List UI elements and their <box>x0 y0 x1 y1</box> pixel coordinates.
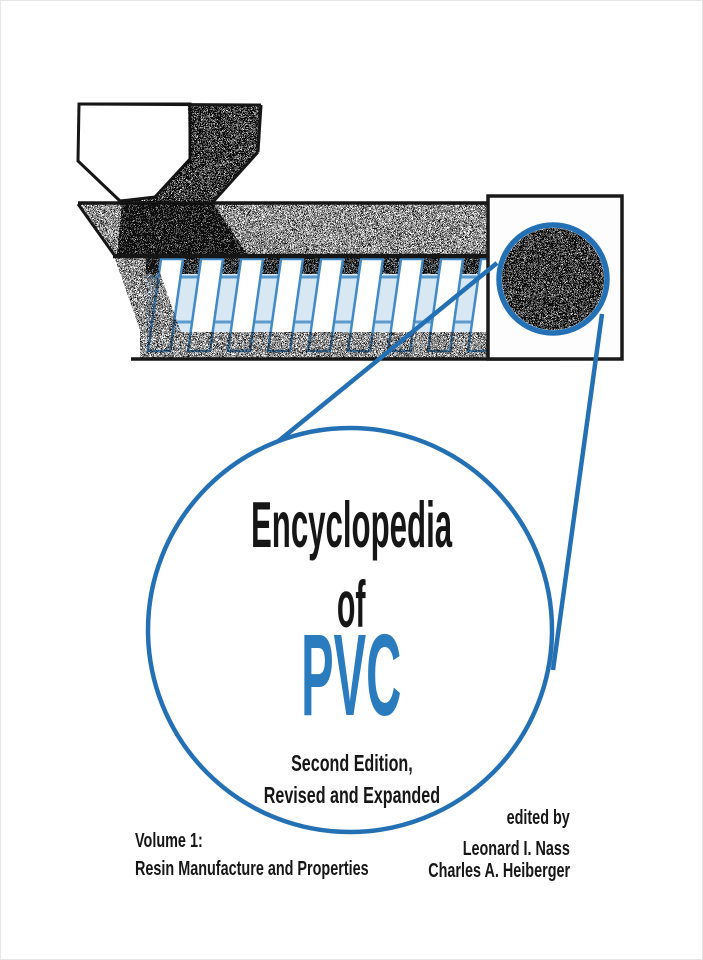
title-text-of: of <box>337 567 366 641</box>
feed-hopper <box>76 102 263 254</box>
hopper-top-edge <box>77 102 262 107</box>
specimen-fill <box>502 228 604 330</box>
editor-name-1-text: Leonard I. Nass <box>462 838 570 860</box>
editors-label-text: edited by <box>506 807 570 829</box>
title-line-encyclopedia: Encyclopedia <box>0 492 703 557</box>
hopper-right-bevel <box>210 150 260 205</box>
hopper-resin-column <box>122 104 261 202</box>
title-text-encyclopedia: Encyclopedia <box>250 488 453 561</box>
title-text-pvc: PVC <box>301 610 402 740</box>
barrel-left-wall <box>114 256 190 358</box>
volume-subtitle-text: Resin Manufacture and Properties <box>135 858 369 880</box>
volume-label: Volume 1: <box>135 831 229 851</box>
hopper-right-edge <box>256 104 263 153</box>
magnifier-circle <box>145 425 555 835</box>
magnifier-callout-lines <box>241 261 605 671</box>
editors-label: edited by <box>482 808 570 828</box>
title-line-pvc: PVC <box>0 617 703 733</box>
hopper-resin-plume <box>117 203 247 254</box>
edition-line-2: Revised and Expanded <box>0 784 703 807</box>
title-line-of: of <box>0 571 703 637</box>
editor-name-2: Charles A. Heiberger <box>373 861 570 881</box>
edition-text-1: Second Edition, <box>290 750 413 776</box>
specimen-circle <box>496 222 610 336</box>
editor-name-1: Leonard I. Nass <box>421 839 570 859</box>
specimen-ring <box>496 222 610 336</box>
volume-subtitle: Resin Manufacture and Properties <box>135 859 460 879</box>
editor-name-2-text: Charles A. Heiberger <box>428 860 570 882</box>
callout-line-left <box>241 261 499 472</box>
volume-label-text: Volume 1: <box>135 830 203 852</box>
edition-text-2: Revised and Expanded <box>263 782 440 808</box>
barrel-left-bevel <box>76 203 117 257</box>
callout-line-right <box>550 313 605 671</box>
edition-line-1: Second Edition, <box>0 752 703 775</box>
